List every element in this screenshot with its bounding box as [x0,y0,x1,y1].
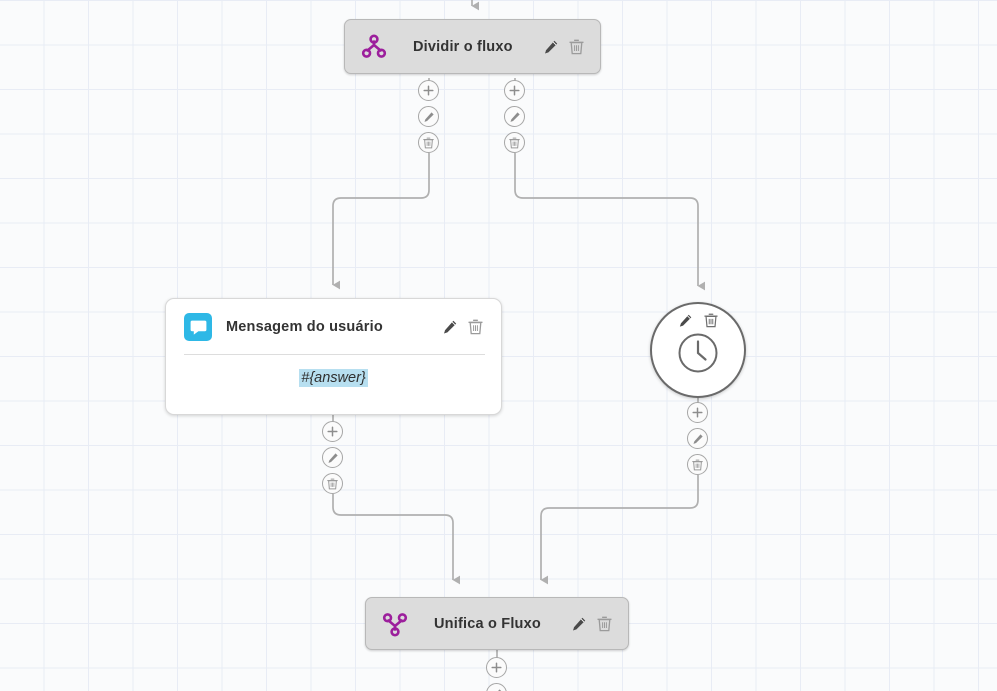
delete-icon[interactable] [467,319,483,336]
node-user-message[interactable]: Mensagem do usuário [165,298,502,415]
node-user-message-divider [184,354,485,355]
add-node-button[interactable] [504,80,525,101]
edit-connector-button[interactable] [486,683,507,691]
clock-icon [676,331,720,380]
variable-token[interactable]: #{answer} [299,369,368,387]
node-user-message-header: Mensagem do usuário [166,299,501,341]
connector-stack-timer-out [687,402,708,475]
delete-connector-button[interactable] [418,132,439,153]
delete-icon[interactable] [703,312,719,329]
merge-flow-icon [382,611,408,637]
chat-bubble-icon [184,313,212,341]
add-node-button[interactable] [486,657,507,678]
edit-icon[interactable] [677,312,693,329]
delete-icon[interactable] [596,615,612,632]
edit-connector-button[interactable] [322,447,343,468]
edge-message-to-merge [332,494,460,585]
edit-connector-button[interactable] [418,106,439,127]
delete-icon[interactable] [568,38,584,55]
node-delay-timer[interactable] [650,302,746,398]
node-user-message-body: #{answer} [166,355,501,405]
connector-stack-split-left [418,80,439,153]
node-merge-flow-title: Unifica o Fluxo [434,615,541,632]
node-merge-flow-actions [571,615,612,632]
edit-icon[interactable] [543,38,559,55]
split-flow-icon [361,33,387,60]
node-split-flow[interactable]: Dividir o fluxo [344,19,601,74]
delete-connector-button[interactable] [322,473,343,494]
edit-connector-button[interactable] [687,428,708,449]
connector-stack-merge-out [486,657,507,691]
node-delay-timer-actions [677,312,719,329]
edit-connector-button[interactable] [504,106,525,127]
add-node-button[interactable] [418,80,439,101]
node-user-message-title: Mensagem do usuário [226,319,383,335]
node-user-message-actions [442,319,483,336]
node-merge-flow[interactable]: Unifica o Fluxo [365,597,629,650]
connector-stack-message-out [322,421,343,494]
delete-connector-button[interactable] [504,132,525,153]
add-node-button[interactable] [687,402,708,423]
edit-icon[interactable] [442,319,458,336]
node-split-flow-actions [543,38,584,55]
edit-icon[interactable] [571,615,587,632]
node-split-flow-title: Dividir o fluxo [413,38,513,55]
add-node-button[interactable] [322,421,343,442]
connector-stack-split-right [504,80,525,153]
edge-timer-to-merge [540,475,699,585]
edge-split-to-message [332,153,430,290]
delete-connector-button[interactable] [687,454,708,475]
edge-split-to-timer [514,153,705,291]
